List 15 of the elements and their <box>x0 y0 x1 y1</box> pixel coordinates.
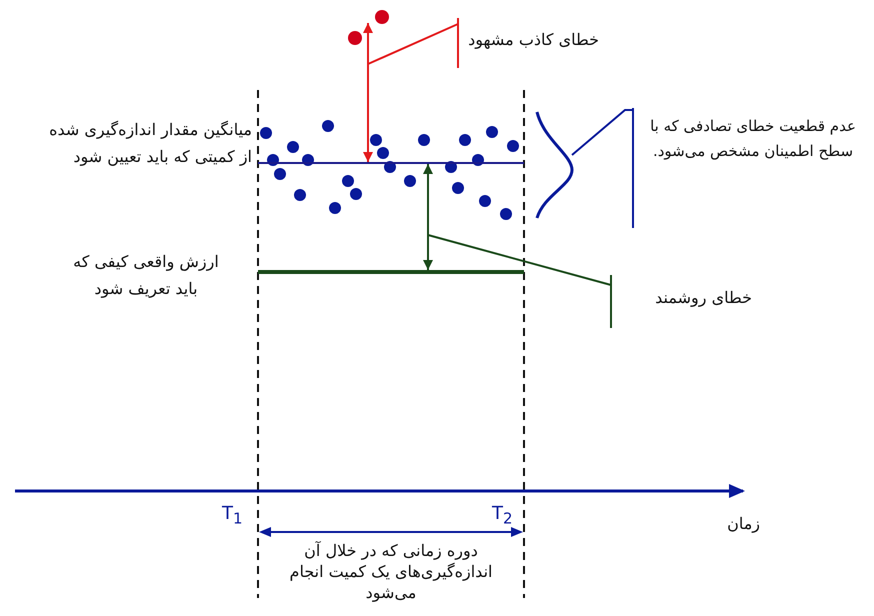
callout-label: عدم قطعیت خطای تصادفی که با سطح اطمینان مشخص می‌شود. <box>634 114 872 194</box>
mean-value-line <box>258 162 524 164</box>
axis-label: زمان <box>726 514 760 533</box>
leader-line <box>427 234 612 329</box>
callout-label: خطای روشمند <box>612 284 752 312</box>
time-label: T$_{1}$ <box>222 503 244 528</box>
duration-label: دوره زمانی که در خلال آن اندازه‌گیری‌های یک کمیت انجام می‌شود <box>288 540 494 603</box>
leader-line <box>571 107 634 229</box>
double-arrow <box>423 164 433 270</box>
leader-line <box>367 17 459 69</box>
double-arrow <box>363 23 373 162</box>
callout-label: ارزش واقعی کیفی که باید تعریف شود <box>60 248 232 304</box>
callout-label: خطای کاذب مشهود <box>459 26 599 54</box>
time-label: T$_{2}$ <box>492 503 514 528</box>
callout-label: میانگین مقدار اندازه‌گیری شده از کمیتی که باید تعیین شود <box>40 116 252 198</box>
